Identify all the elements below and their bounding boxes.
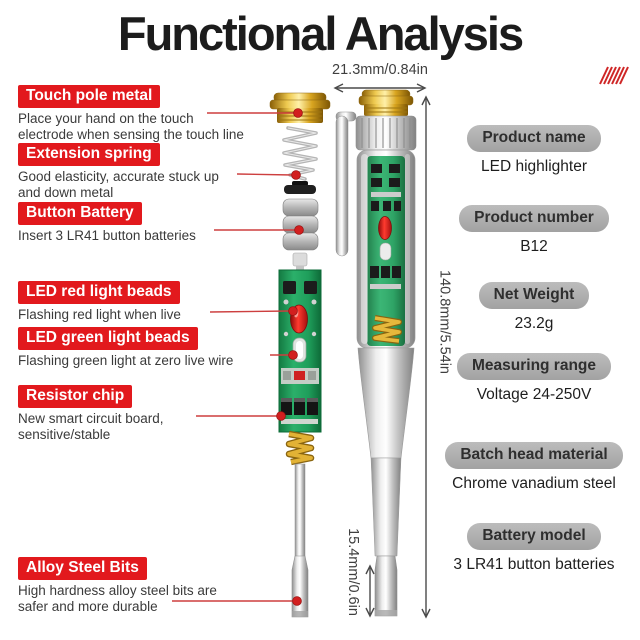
callout-dot-bit xyxy=(292,596,302,606)
spec-label-badge: Product number xyxy=(459,205,609,232)
resistor-chips xyxy=(281,398,318,424)
spec-label-badge: Batch head material xyxy=(445,442,623,469)
dimension-bit-length: 15.4mm/0.6in xyxy=(345,528,361,616)
pen-clip xyxy=(335,111,357,257)
assembled-pen xyxy=(335,89,417,617)
callout-dot-led-red xyxy=(288,306,298,316)
spec-value: 3 LR41 button batteries xyxy=(453,556,615,573)
seal-ring xyxy=(292,181,308,186)
callout-extension-spring: Extension spring Good elasticity, accura… xyxy=(18,143,219,200)
seal-ring xyxy=(284,185,316,194)
spec-value: Voltage 24-250V xyxy=(476,386,592,403)
callout-label: LED red light beads xyxy=(18,281,180,304)
spec-label-badge: Battery model xyxy=(467,523,601,550)
bit-dimension-arrow xyxy=(365,564,375,618)
callout-touch-pole-metal: Touch pole metal Place your hand on the … xyxy=(18,85,244,142)
pen-tip xyxy=(370,457,402,617)
spec-battery-model: Battery model 3 LR41 button batteries xyxy=(436,523,632,574)
spec-value: LED highlighter xyxy=(481,158,587,175)
page-title: Functional Analysis xyxy=(117,7,524,60)
spec-value: B12 xyxy=(520,238,548,255)
contact-piece xyxy=(292,252,308,272)
callout-label: LED green light beads xyxy=(18,327,198,350)
callout-led-red-light-beads: LED red light beads Flashing red light w… xyxy=(18,281,181,323)
callout-dot-touch-pole xyxy=(293,108,303,118)
callout-label: Resistor chip xyxy=(18,385,133,408)
length-dimension-line xyxy=(421,95,431,619)
callout-line-spring xyxy=(236,173,294,176)
screw-thread xyxy=(285,430,315,466)
steel-bit xyxy=(291,463,309,618)
callout-alloy-steel-bits: Alloy Steel Bits High hardness alloy ste… xyxy=(18,557,217,614)
callout-label: Extension spring xyxy=(18,143,160,166)
led-red-assembled xyxy=(378,216,392,240)
callout-dot-resistor xyxy=(276,411,286,421)
callout-label: Button Battery xyxy=(18,202,142,225)
spec-product-name: Product name LED highlighter xyxy=(436,125,632,176)
pen-cap xyxy=(358,89,414,116)
pen-knurled-collar xyxy=(355,115,417,151)
spec-measuring-range: Measuring range Voltage 24-250V xyxy=(436,353,632,404)
pen-body xyxy=(356,149,416,349)
callout-dots xyxy=(276,108,304,606)
callout-button-battery: Button Battery Insert 3 LR41 button batt… xyxy=(18,202,196,244)
led-green-assembled xyxy=(379,242,392,261)
callout-description: New smart circuit board,sensitive/stable xyxy=(18,411,164,442)
spec-product-number: Product number B12 xyxy=(436,205,632,256)
spec-value: 23.2g xyxy=(514,315,554,332)
callout-lines xyxy=(172,112,295,602)
spec-label-badge: Measuring range xyxy=(456,353,612,380)
circuit-board xyxy=(278,269,322,433)
callout-description: Flashing red light when live xyxy=(18,307,181,322)
callout-resistor-chip: Resistor chip New smart circuit board,se… xyxy=(18,385,164,442)
dimension-head-width: 21.3mm/0.84in xyxy=(332,62,428,78)
exploded-pen xyxy=(269,92,331,618)
button-batteries xyxy=(282,198,319,251)
callout-line-led-red xyxy=(209,310,290,313)
spec-label-badge: Product name xyxy=(467,125,601,152)
spec-net-weight: Net Weight 23.2g xyxy=(436,282,632,333)
callout-led-green-light-beads: LED green light beads Flashing green lig… xyxy=(18,327,233,369)
callout-label: Touch pole metal xyxy=(18,85,161,108)
callout-description: Flashing green light at zero live wire xyxy=(18,353,234,368)
hatch-marks-icon xyxy=(599,66,629,85)
callout-label: Alloy Steel Bits xyxy=(18,557,147,580)
callout-description: Insert 3 LR41 button batteries xyxy=(18,228,196,243)
width-dimension-arrow xyxy=(333,83,427,93)
spec-value: Chrome vanadium steel xyxy=(452,475,616,492)
spec-label-badge: Net Weight xyxy=(478,282,590,309)
spec-batch-head-material: Batch head material Chrome vanadium stee… xyxy=(436,442,632,493)
touch-cap xyxy=(269,92,331,123)
extension-spring xyxy=(282,126,318,181)
callout-dot-spring xyxy=(291,170,301,180)
callout-dot-battery xyxy=(294,225,304,235)
callout-dot-led-green xyxy=(288,350,298,360)
pen-cone xyxy=(357,347,415,459)
